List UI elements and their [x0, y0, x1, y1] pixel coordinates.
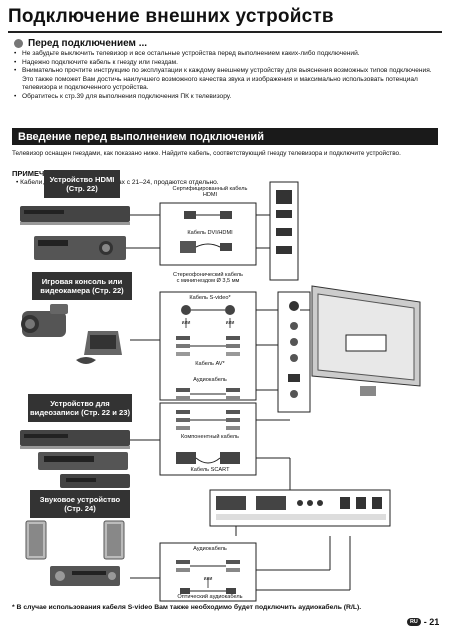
- before-connection-list: Не забудьте выключить телевизор и все ос…: [14, 50, 434, 102]
- list-item: Не забудьте выключить телевизор и все ос…: [14, 50, 434, 59]
- category-hdmi-line2: (Стр. 22): [66, 184, 98, 193]
- cable-label-component: Компонентный кабель: [181, 434, 239, 440]
- before-connection-heading-text: Перед подключением ...: [28, 38, 148, 49]
- dvi-hdmi-cable-icon: [180, 241, 232, 253]
- note-heading: ПРИМЕЧАНИЕ: [12, 169, 66, 178]
- cable-label-hdmi-line2: HDMI: [202, 192, 218, 198]
- speaker-right-icon: [103, 520, 125, 560]
- amplifier-icon: [50, 566, 120, 586]
- dvd-recorder-icon: [20, 430, 130, 449]
- or-label: или: [203, 576, 213, 582]
- footnote: * В случае использования кабеля S-video …: [12, 604, 362, 611]
- category-audio-device: Звуковое устройство (Стр. 24): [30, 490, 130, 518]
- category-audio-line2: (Стр. 24): [64, 504, 96, 513]
- component-cable-icon: [176, 410, 240, 430]
- category-game-console: Игровая консоль или видеокамера (Стр. 22…: [32, 272, 132, 300]
- cable-label-hdmi: Сертифицированный кабель HDMI: [160, 186, 260, 198]
- cable-label-av: Кабель AV*: [195, 361, 225, 367]
- language-badge: RU: [407, 618, 421, 626]
- camcorder-icon: [21, 304, 68, 337]
- av-cable-icon: [176, 336, 240, 356]
- cable-label-audio-2: Аудиокабель: [193, 546, 227, 552]
- category-game-line2: видеокамера (Стр. 22): [40, 286, 124, 295]
- cable-label-scart: Кабель SCART: [190, 467, 230, 473]
- audio-cable-icon: [176, 388, 240, 400]
- audio-cable-2-icon: [176, 560, 240, 572]
- optical-cable-icon: [180, 588, 236, 594]
- av-receiver-icon: [34, 236, 126, 260]
- bullet-dot-icon: [14, 39, 23, 48]
- tv-rear-panel: [209, 489, 391, 536]
- cable-label-optical: Оптический аудиокабель: [177, 594, 243, 600]
- category-recorder-line1: Устройство для: [50, 398, 110, 408]
- tv-icon: [300, 285, 421, 396]
- list-item: Обратитесь к стр.39 для выполнения подкл…: [14, 93, 434, 102]
- list-item: Надежно подключите кабель к гнезду или г…: [14, 59, 434, 68]
- cable-label-stereo: Стереофонический кабель с минигнездом Ø …: [156, 272, 260, 284]
- title-divider: [8, 31, 442, 33]
- cable-label-dvi-hdmi: Кабель DVI/HDMI: [187, 230, 233, 236]
- hdmi-cable-icon: [184, 211, 232, 219]
- before-connection-heading: Перед подключением ...: [14, 38, 147, 49]
- category-hdmi-line1: Устройство HDMI: [49, 174, 115, 184]
- svideo-cable-icon: [181, 305, 235, 315]
- vcr-icon: [38, 452, 128, 470]
- cable-label-stereo-line1: Стереофонический кабель: [173, 272, 243, 278]
- game-console-icon: [76, 331, 122, 364]
- cable-label-stereo-line2: с минигнездом Ø 3,5 мм: [176, 278, 240, 284]
- or-label: или: [181, 320, 191, 326]
- speaker-left-icon: [25, 520, 47, 560]
- cable-label-audio: Аудиокабель: [193, 377, 227, 383]
- decoder-icon: [60, 474, 130, 488]
- section-heading: Введение перед выполнением подключений: [12, 128, 438, 145]
- scart-cable-icon: [176, 452, 240, 464]
- page-title: Подключение внешних устройств: [8, 6, 334, 27]
- page-number: RU - 21: [407, 617, 439, 627]
- category-recorder: Устройство для видеозаписи (Стр. 22 и 23…: [28, 394, 132, 422]
- category-game-line1: Игровая консоль или: [41, 276, 123, 286]
- cable-label-svideo: Кабель S-video*: [189, 295, 231, 301]
- category-audio-line1: Звуковое устройство: [39, 494, 121, 504]
- category-recorder-line2: видеозаписи (Стр. 22 и 23): [30, 408, 130, 417]
- cable-label-hdmi-line1: Сертифицированный кабель: [172, 186, 248, 192]
- category-hdmi-device: Устройство HDMI (Стр. 22): [44, 170, 120, 198]
- page-number-separator: -: [423, 617, 430, 627]
- list-item: Внимательно прочтите инструкцию по экспл…: [14, 67, 434, 93]
- page-number-value: 21: [429, 617, 440, 627]
- or-label: или: [225, 320, 235, 326]
- tv-side-panel: [269, 181, 311, 413]
- bluray-player-icon: [20, 206, 130, 225]
- intro-text: Телевизор оснащен гнездами, как показано…: [12, 150, 401, 157]
